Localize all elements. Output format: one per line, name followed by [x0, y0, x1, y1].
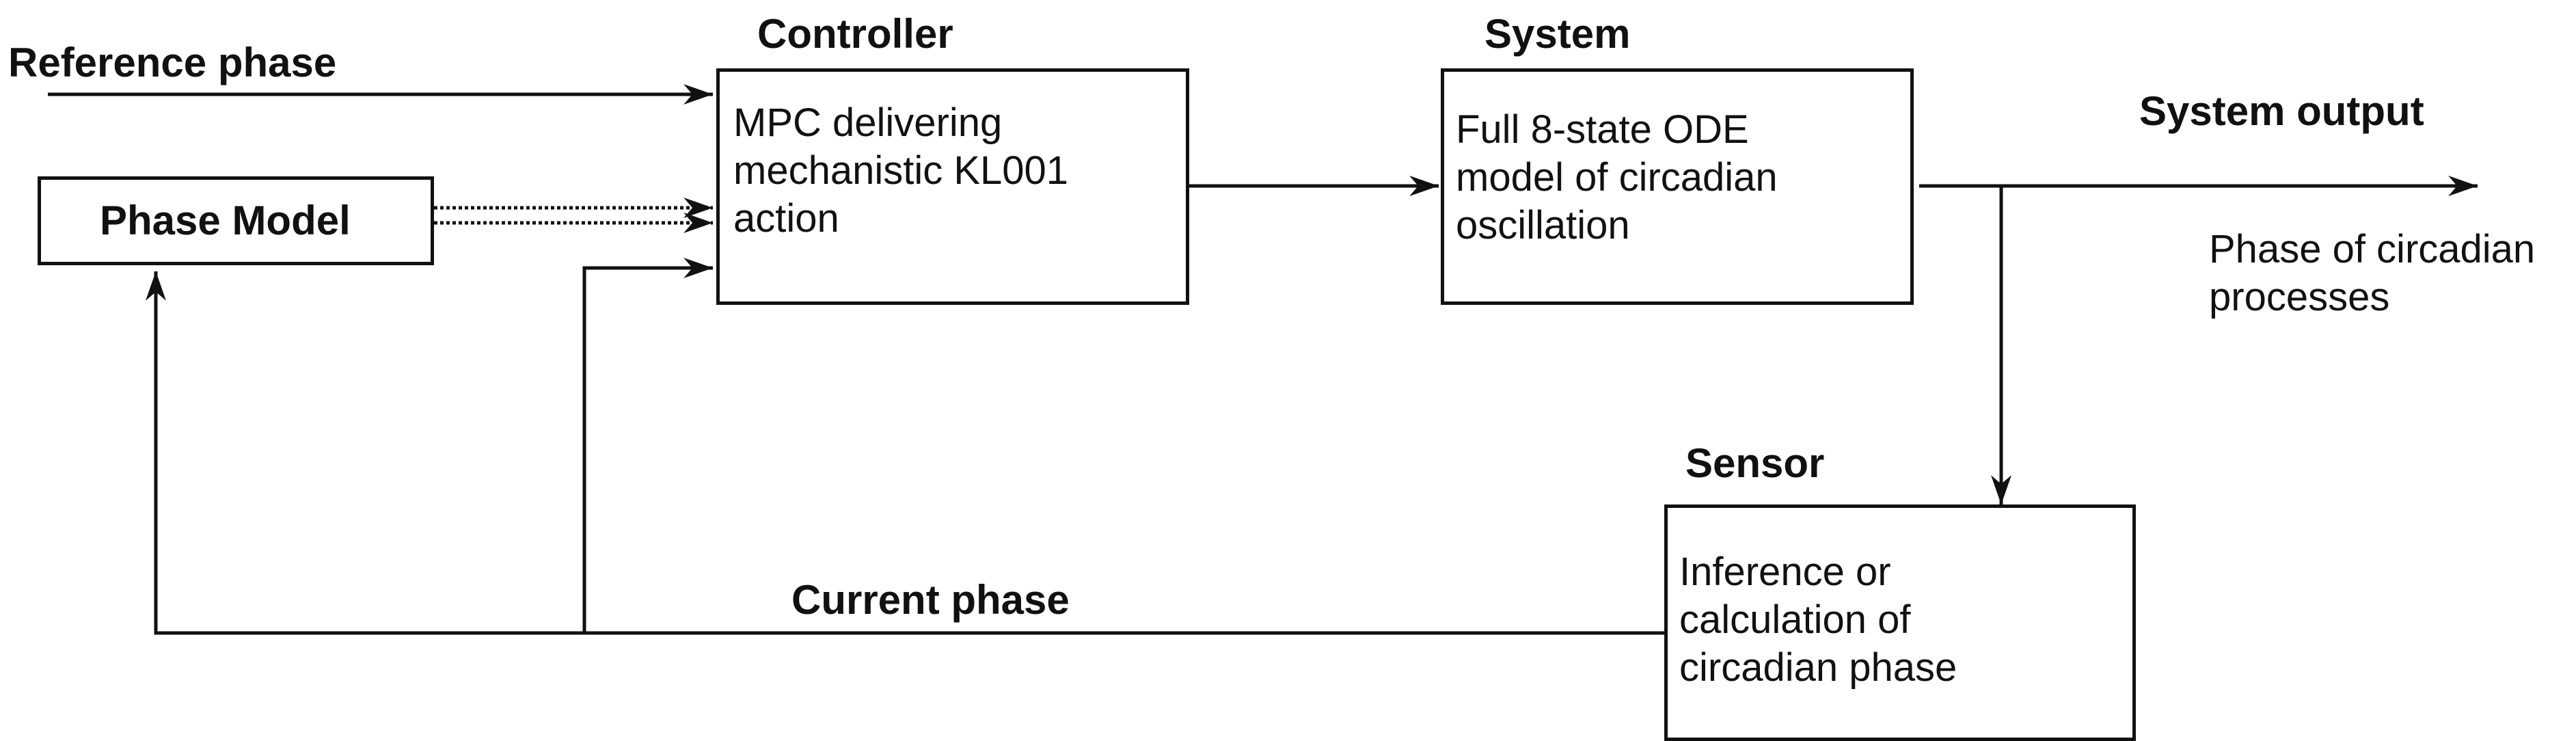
output-description-line: processes [2209, 275, 2390, 319]
system-title: System [1484, 11, 1631, 57]
sensor-text: Inference or calculation of circadian ph… [1679, 548, 1957, 692]
phase-model-box: Phase Model [38, 176, 434, 265]
phase-model-label: Phase Model [100, 198, 351, 243]
sensor-text-line: calculation of [1679, 597, 1911, 642]
sensor-title: Sensor [1685, 440, 1825, 486]
feedback-line [154, 271, 1664, 635]
reference-phase-label: Reference phase [8, 40, 337, 85]
system-text-line: oscillation [1456, 203, 1630, 247]
controller-text-line: mechanistic KL001 [733, 148, 1069, 193]
controller-title: Controller [757, 11, 953, 57]
controller-text-line: MPC delivering [733, 100, 1003, 145]
sensor-text-line: circadian phase [1679, 645, 1957, 690]
controller-box [716, 68, 1189, 305]
system-text-line: model of circadian [1456, 155, 1778, 200]
controller-text-line: action [733, 196, 839, 241]
output-description: Phase of circadian processes [2209, 226, 2535, 321]
system-output-label: System output [2139, 88, 2424, 134]
system-text: Full 8-state ODE model of circadian osci… [1456, 106, 1778, 250]
output-description-line: Phase of circadian [2209, 227, 2536, 271]
sensor-text-line: Inference or [1679, 550, 1891, 594]
current-phase-label: Current phase [791, 577, 1070, 623]
sensor-box [1664, 504, 2136, 741]
system-text-line: Full 8-state ODE [1456, 107, 1749, 152]
feedback-to-controller-arrow [582, 258, 713, 633]
system-box [1441, 68, 1914, 305]
controller-text: MPC delivering mechanistic KL001 action [733, 99, 1068, 243]
